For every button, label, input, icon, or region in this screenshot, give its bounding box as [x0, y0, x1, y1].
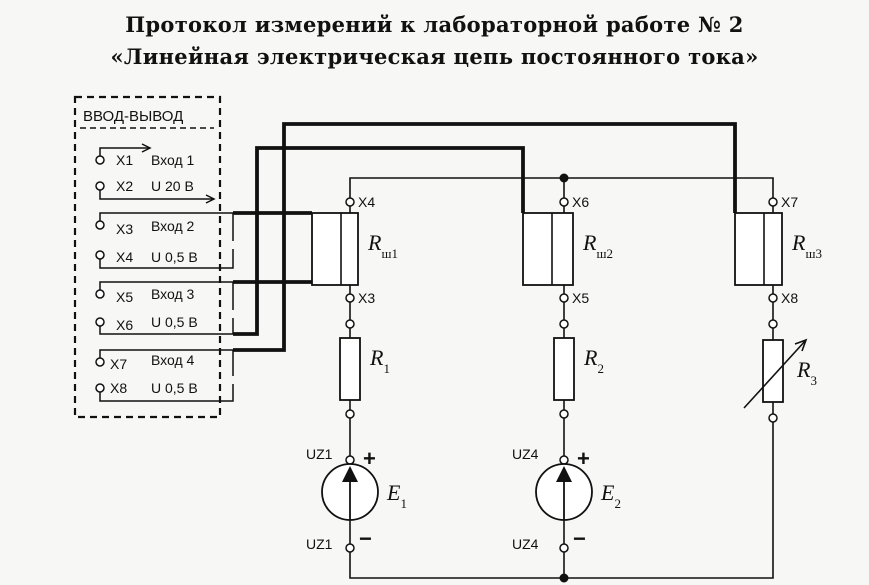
io-pin-x4: X4 — [116, 249, 133, 265]
arrow-icon — [205, 194, 216, 204]
terminal-uz4-top — [559, 455, 569, 465]
terminal-uz4-bottom — [559, 543, 569, 553]
terminal-uz1-bottom — [345, 543, 355, 553]
io-input-1-range: U 20 В — [151, 178, 194, 194]
branch-1-mid-pin: X3 — [358, 290, 375, 306]
io-input-4-label: Вход 4 — [151, 352, 195, 368]
source-2-label: E2 — [600, 480, 621, 511]
terminal-x2 — [95, 181, 105, 191]
io-input-1-label: Вход 1 — [151, 152, 195, 168]
shunt-2-label: Rш2 — [582, 230, 613, 261]
shunt-resistor-2 — [522, 212, 574, 286]
terminal-x1 — [95, 155, 105, 165]
io-input-3-range: U 0,5 В — [151, 314, 198, 330]
io-input-4-range: U 0,5 В — [151, 380, 198, 396]
source-1-minus: − — [359, 526, 372, 551]
source-1-plus: + — [363, 446, 376, 471]
measurement-leads — [233, 122, 737, 352]
resistor-r2 — [553, 337, 575, 401]
io-pin-x1: X1 — [116, 152, 133, 168]
source-1-bottom-pin: UZ1 — [306, 536, 333, 552]
io-input-1: X1 Вход 1 X2 U 20 В — [95, 143, 216, 204]
io-block-label: ВВОД-ВЫВОД — [83, 108, 183, 125]
io-pin-x5: X5 — [116, 289, 133, 305]
shunt-resistor-3 — [734, 212, 783, 286]
terminal-r1-top — [345, 319, 355, 329]
shunt-3-label: Rш3 — [791, 230, 822, 261]
terminal-x6-circuit — [559, 197, 569, 207]
terminal-r3-top — [768, 319, 778, 329]
terminal-x4 — [95, 250, 105, 260]
resistor-r1 — [339, 337, 361, 401]
terminal-r2-bottom — [559, 409, 569, 419]
terminal-x8 — [95, 383, 105, 393]
terminal-x7 — [95, 357, 105, 367]
io-input-4: X7 Вход 4 X8 U 0,5 В — [95, 349, 234, 402]
io-input-2-range: U 0,5 В — [151, 249, 198, 265]
variable-resistor-r3 — [762, 339, 784, 403]
branch-2-top-pin: X6 — [572, 194, 589, 210]
resistor-3-label: R3 — [796, 357, 817, 388]
junction-dot-top — [559, 173, 569, 183]
io-pin-x8: X8 — [110, 380, 127, 396]
branch-2: X6 Rш2 X5 R2 UZ4 + E2 UZ4 − — [512, 194, 621, 553]
source-2-minus: − — [573, 526, 586, 551]
arrow-icon — [794, 338, 808, 352]
io-block-border — [73, 95, 222, 419]
source-1-label: E1 — [386, 480, 407, 511]
terminal-x8-circuit — [768, 293, 778, 303]
terminal-x4-circuit — [345, 197, 355, 207]
shunt-1-label: Rш1 — [367, 230, 398, 261]
io-pin-x2: X2 — [116, 178, 133, 194]
terminal-r2-top — [559, 319, 569, 329]
arrow-up-icon — [342, 466, 358, 482]
io-input-3-label: Вход 3 — [151, 286, 195, 302]
terminal-x5-circuit — [559, 293, 569, 303]
junction-dot-bottom — [559, 573, 569, 583]
terminal-uz1-top — [345, 455, 355, 465]
branch-3-mid-pin: X8 — [781, 290, 798, 306]
resistor-1-label: R1 — [369, 345, 390, 376]
resistor-2-label: R2 — [583, 345, 604, 376]
io-pin-x7: X7 — [110, 356, 127, 372]
io-pin-x3: X3 — [116, 221, 133, 237]
branch-1-top-pin: X4 — [358, 194, 375, 210]
branch-2-mid-pin: X5 — [572, 290, 589, 306]
branch-1: X4 Rш1 X3 R1 UZ1 + E1 UZ1 − — [306, 194, 407, 553]
io-input-3: X5 Вход 3 X6 U 0,5 В — [95, 281, 234, 335]
io-block: ВВОД-ВЫВОД X1 Вход 1 X2 U 20 В X3 Вход 2… — [73, 95, 234, 419]
io-input-2: X3 Вход 2 X4 U 0,5 В — [95, 212, 234, 269]
branch-3-top-pin: X7 — [781, 194, 798, 210]
source-1-top-pin: UZ1 — [306, 446, 333, 462]
lab-work-subtitle: «Линейная электрическая цепь постоянного… — [110, 44, 759, 69]
source-2-top-pin: UZ4 — [512, 446, 539, 462]
terminal-x5 — [95, 289, 105, 299]
protocol-title: Протокол измерений к лабораторной работе… — [125, 12, 744, 37]
source-2-bottom-pin: UZ4 — [512, 536, 539, 552]
source-2-plus: + — [577, 446, 590, 471]
terminal-x6 — [95, 317, 105, 327]
shunt-resistor-1 — [311, 212, 359, 286]
io-pin-x6: X6 — [116, 317, 133, 333]
terminal-x7-circuit — [768, 197, 778, 207]
terminal-r3-bottom — [768, 413, 778, 423]
arrow-icon — [141, 143, 152, 153]
terminal-x3 — [95, 220, 105, 230]
arrow-up-icon — [556, 466, 572, 482]
terminal-x3-circuit — [345, 293, 355, 303]
branch-3: X7 Rш3 X8 R3 — [734, 194, 822, 423]
terminal-r1-bottom — [345, 409, 355, 419]
io-input-2-label: Вход 2 — [151, 218, 195, 234]
